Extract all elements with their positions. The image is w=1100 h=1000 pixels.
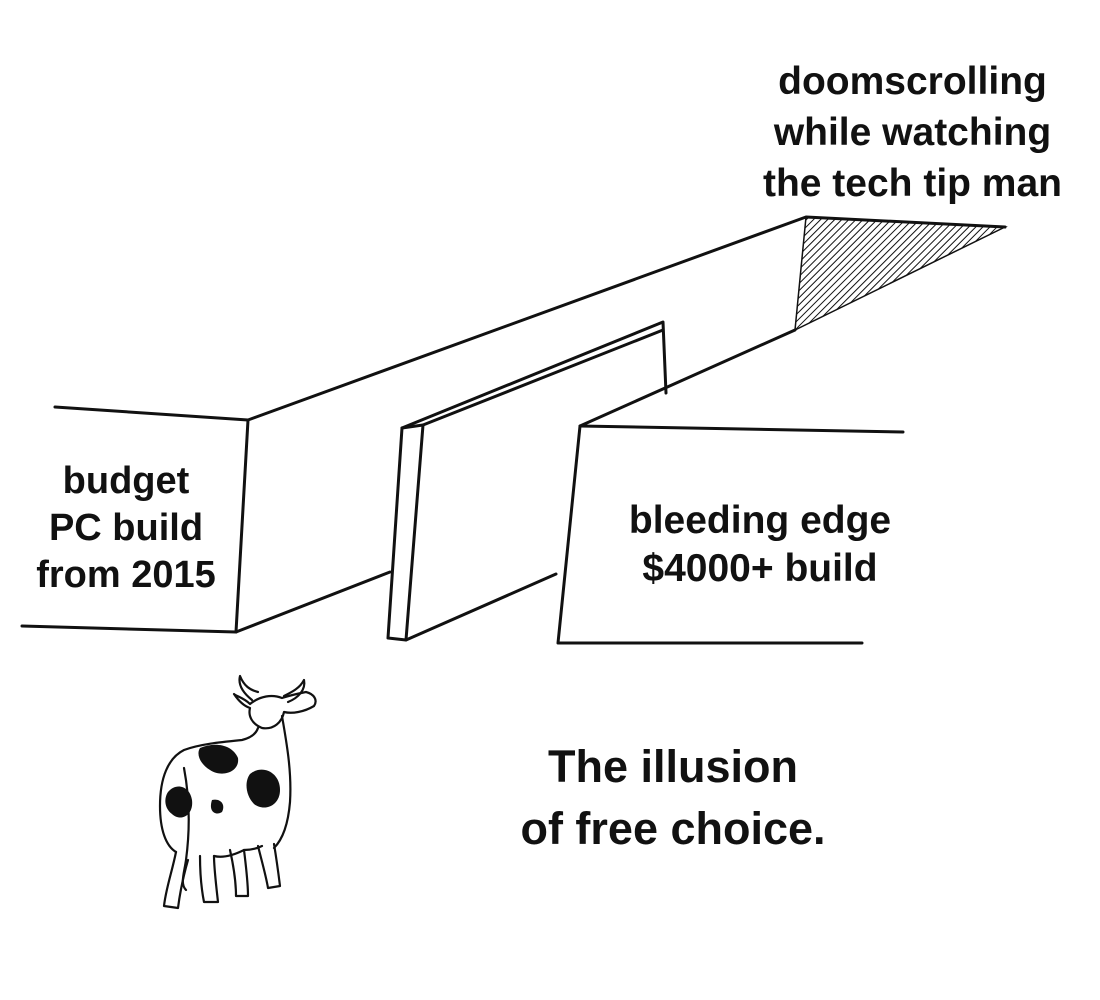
caption-line: The illusion xyxy=(547,741,798,792)
label-line: $4000+ build xyxy=(642,547,878,590)
label-budget-build: budget PC build from 2015 xyxy=(16,458,236,599)
caption-line: of free choice. xyxy=(520,803,826,854)
left-wall xyxy=(20,215,1007,634)
label-line: doomscrolling xyxy=(778,60,1047,103)
label-line: bleeding edge xyxy=(628,499,892,542)
cow-illustration xyxy=(158,674,317,910)
label-line: the tech tip man xyxy=(762,162,1063,205)
label-line: budget xyxy=(62,460,190,502)
caption: The illusion of free choice. xyxy=(488,736,858,860)
label-doomscrolling: doomscrolling while watching the tech ti… xyxy=(740,56,1085,209)
label-line: while watching xyxy=(773,111,1052,154)
right-wall xyxy=(556,328,905,645)
path-opening-shadow xyxy=(794,216,1008,332)
label-bleeding-edge-build: bleeding edge $4000+ build xyxy=(585,497,935,593)
label-line: PC build xyxy=(48,507,204,549)
middle-wall xyxy=(386,320,668,642)
label-line: from 2015 xyxy=(36,554,216,596)
